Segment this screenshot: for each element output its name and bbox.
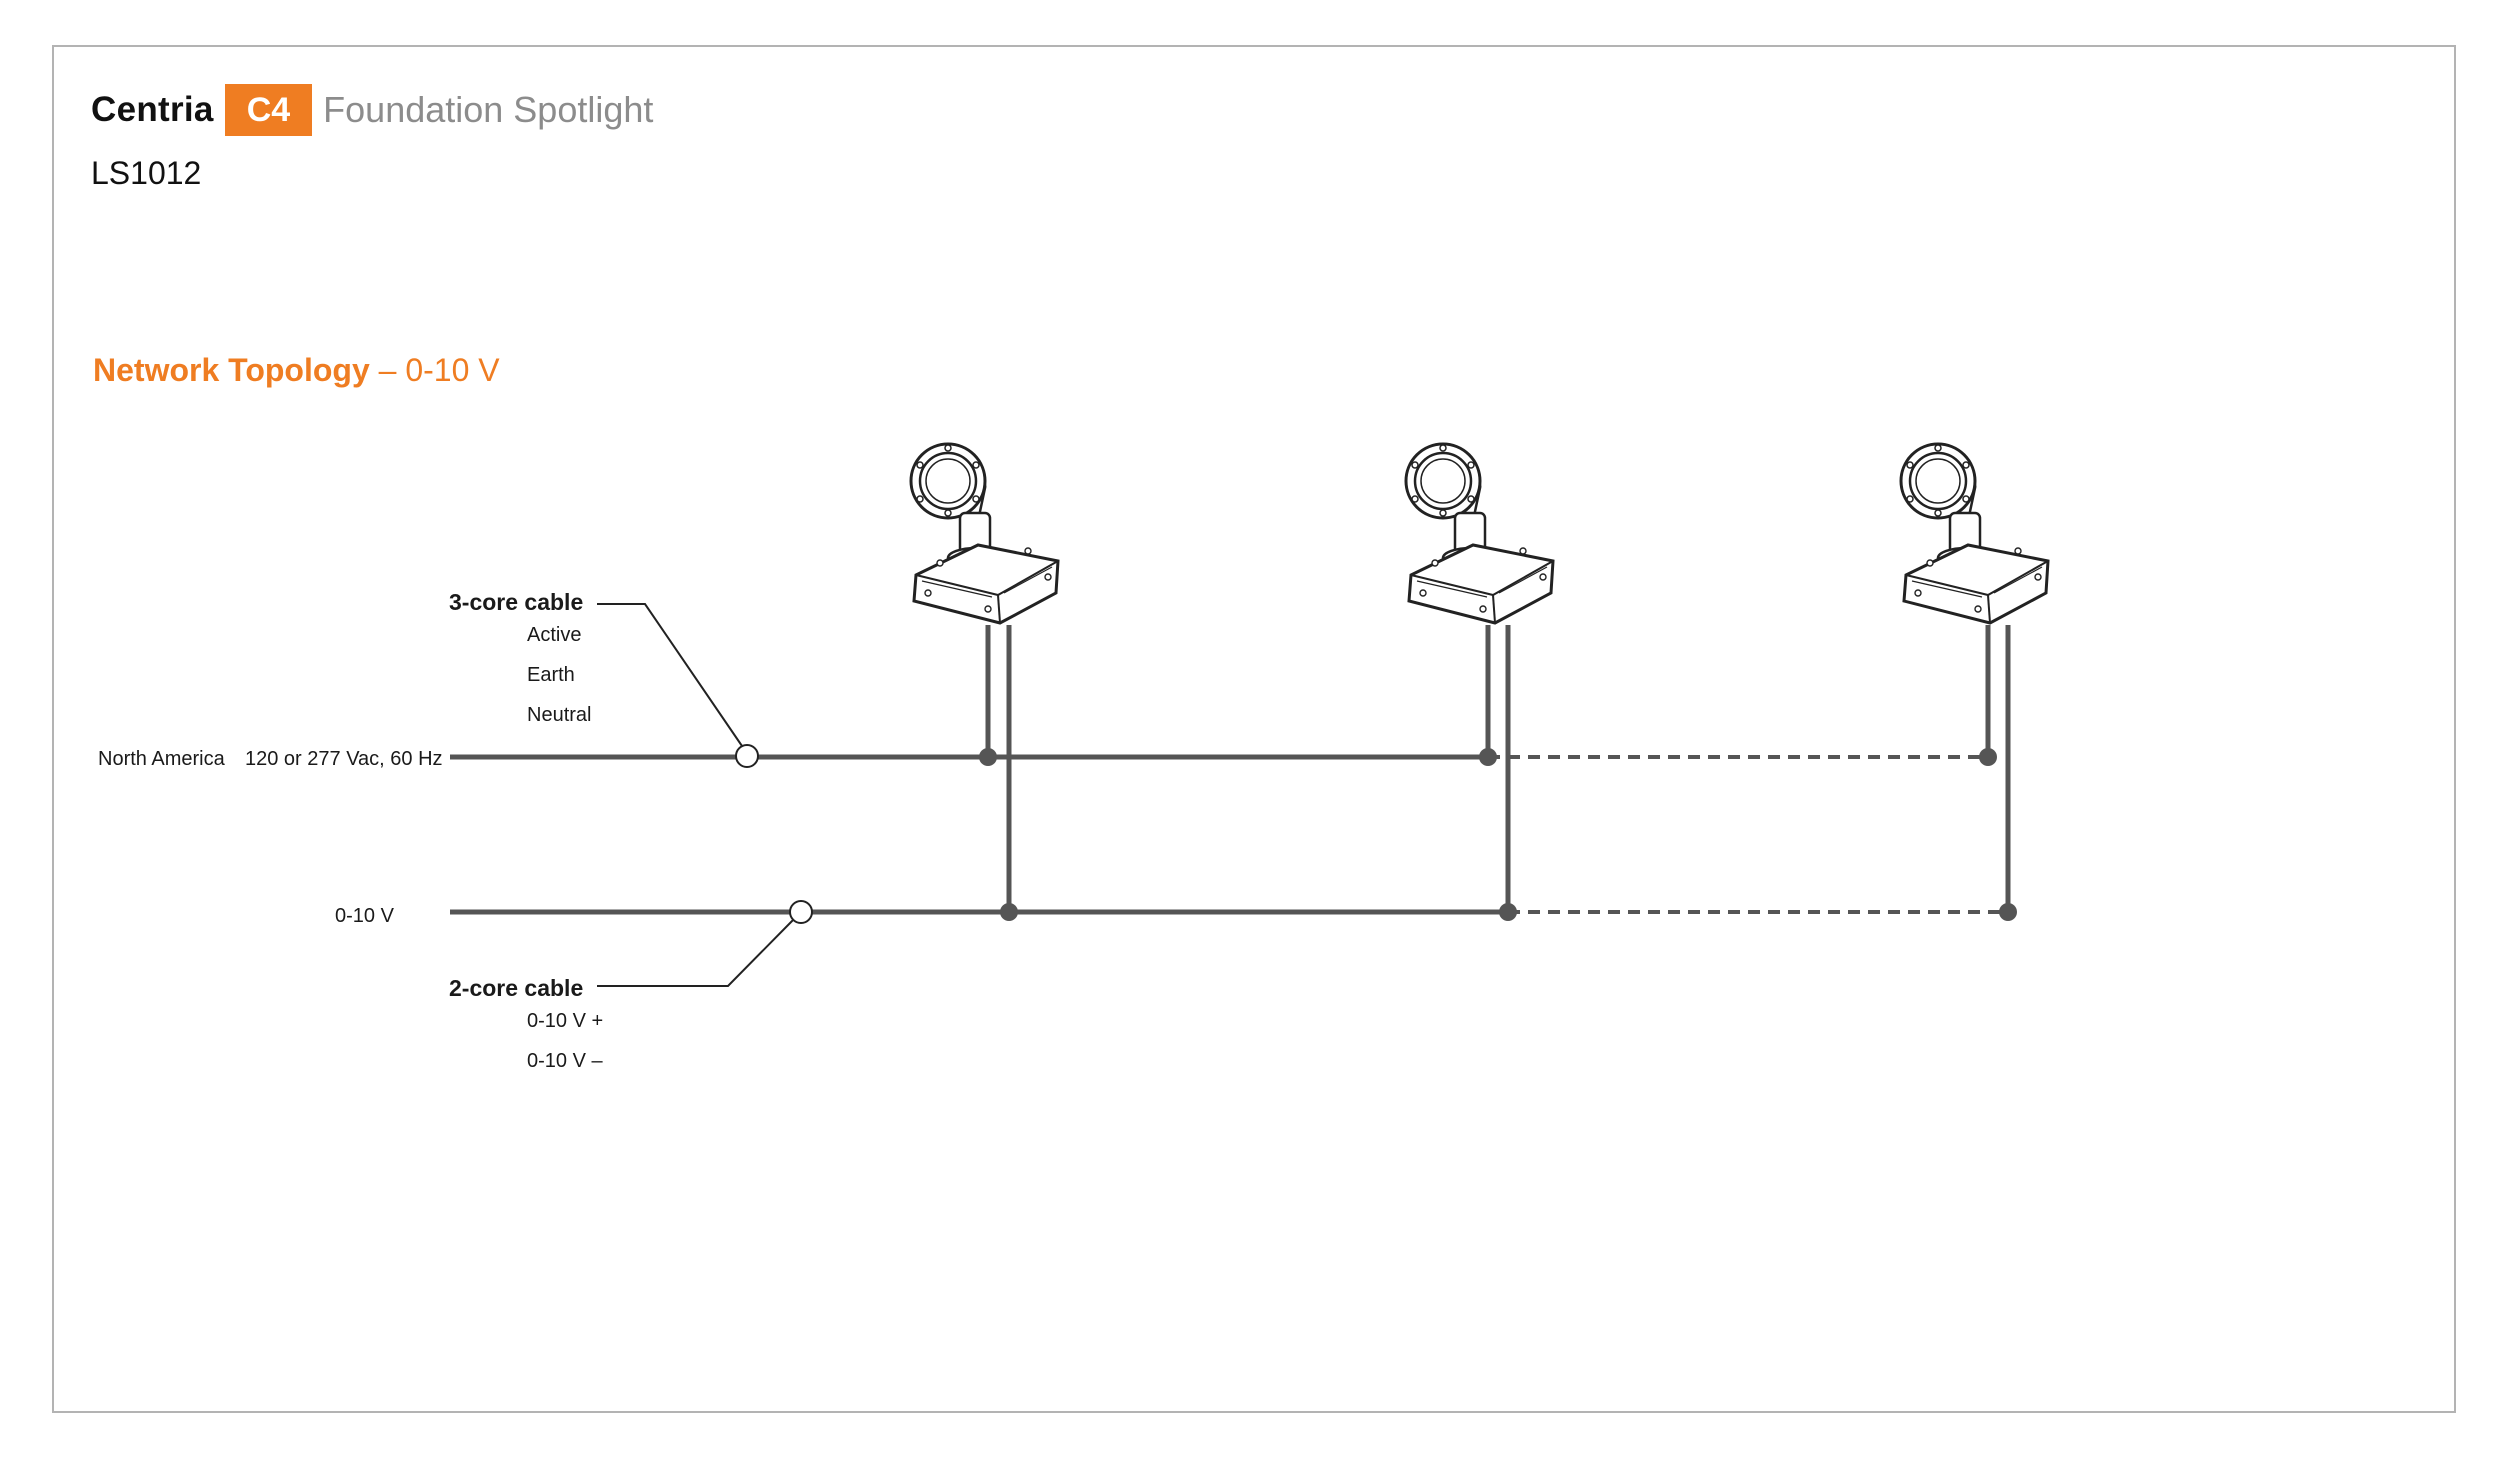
control-line-label: 0-10 V — [335, 905, 395, 927]
3core-cable-marker — [735, 744, 759, 768]
section-title: Network Topology – 0-10 V — [93, 352, 500, 389]
2core-cable-title: 2-core cable — [449, 975, 583, 1001]
3core-earth-label: Earth — [527, 664, 575, 686]
junction-dots — [979, 748, 2017, 921]
3core-cable-title: 3-core cable — [449, 589, 583, 615]
2core-positive-label: 0-10 V + — [527, 1010, 603, 1032]
section-title-suffix: – 0-10 V — [369, 352, 500, 388]
3core-callout-leader — [597, 603, 743, 747]
spotlight-fixture-2 — [1404, 442, 1555, 625]
2core-cable-marker — [789, 900, 813, 924]
fixture-2-drops — [1485, 625, 1511, 912]
2core-callout-leader — [597, 917, 796, 987]
3core-active-label: Active — [527, 624, 581, 646]
title-block: Centria C4 Foundation Spotlight — [91, 84, 653, 136]
product-name: Foundation Spotlight — [323, 89, 654, 130]
drawing-frame — [52, 45, 2456, 1413]
brand-name: Centria — [91, 90, 214, 129]
section-title-main: Network Topology — [93, 352, 370, 388]
fixture-3-drops — [1985, 625, 2011, 912]
series-badge: C4 — [224, 84, 313, 136]
fixture-1-drops — [985, 625, 1012, 912]
spotlight-fixture-3 — [1899, 442, 2050, 625]
power-supply-label: 120 or 277 Vac, 60 Hz — [245, 748, 443, 770]
spotlight-fixture-1 — [909, 442, 1060, 625]
3core-neutral-label: Neutral — [527, 704, 591, 726]
power-region-label: North America — [98, 748, 226, 770]
2core-negative-label: 0-10 V – — [527, 1050, 603, 1072]
model-number: LS1012 — [91, 155, 202, 191]
